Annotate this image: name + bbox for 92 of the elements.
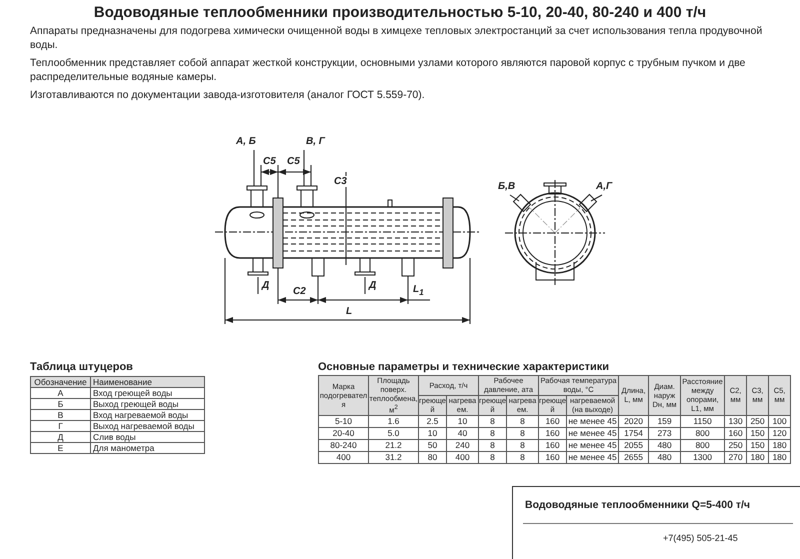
table-cell: 800 bbox=[680, 427, 725, 439]
table-cell: 8 bbox=[506, 415, 539, 427]
dimension-label: L$_{1}$ bbox=[412, 284, 425, 297]
table-cell: не менее 45 bbox=[566, 451, 619, 463]
table-cell: 10 bbox=[418, 427, 446, 439]
callout-label: Б,В bbox=[498, 181, 516, 192]
table-cell: 5-10 bbox=[318, 415, 368, 427]
table-cell: 5.0 bbox=[368, 427, 418, 439]
table-cell: 240 bbox=[446, 439, 479, 451]
footer-title: Водоводяные теплообменники Q=5-400 т/ч bbox=[525, 499, 750, 511]
table-cell: 8 bbox=[506, 427, 539, 439]
callout-label: А, Б bbox=[236, 136, 256, 147]
table-cell: не менее 45 bbox=[566, 415, 619, 427]
table-cell: 20-40 bbox=[318, 427, 368, 439]
table-cell: 180 bbox=[768, 439, 791, 451]
leader-line bbox=[510, 194, 520, 202]
table-cell: 180 bbox=[768, 451, 791, 463]
table-cell: 250 bbox=[724, 439, 747, 451]
table-cell: 800 bbox=[680, 439, 725, 451]
table-title: Основные параметры и технические характеристики bbox=[318, 361, 609, 373]
dimension-label: С3 bbox=[333, 176, 348, 187]
table-cell: Слив воды bbox=[90, 432, 204, 442]
table-cell: Вход греющей воды bbox=[90, 388, 204, 398]
table-cell: 150 bbox=[746, 427, 769, 439]
table-cell: 480 bbox=[648, 439, 681, 451]
table-cell: Д bbox=[30, 432, 90, 442]
heat-exchanger-drawing bbox=[214, 164, 480, 324]
table-cell: 1.6 bbox=[368, 415, 418, 427]
table-cell: В bbox=[30, 410, 90, 420]
table-cell: 2055 bbox=[618, 439, 649, 451]
table-cell: 250 bbox=[746, 415, 769, 427]
table-cell: 400 bbox=[318, 451, 368, 463]
table-cell: 160 bbox=[538, 451, 567, 463]
paragraph: Изготавливаются по документации завода-изготовителя (аналог ГОСТ 5.559-70). bbox=[30, 88, 426, 102]
table-cell: 21.2 bbox=[368, 439, 418, 451]
table-cell: 273 bbox=[648, 427, 681, 439]
paragraph: Теплообменник представляет собой аппарат жесткой конструкции, основными узлами которого являются паровой корпус с трубным пучком и две распределительные водяные камеры. bbox=[30, 56, 746, 84]
table-cell: 80-240 bbox=[318, 439, 368, 451]
table-cell: 1754 bbox=[618, 427, 649, 439]
table-cell: Г bbox=[30, 420, 90, 432]
table-cell: 2020 bbox=[618, 415, 649, 427]
table-cell: Выход нагреваемой воды bbox=[90, 420, 204, 432]
dimension-label: L bbox=[345, 306, 354, 317]
table-cell: не менее 45 bbox=[566, 427, 619, 439]
table-cell: 150 bbox=[746, 439, 769, 451]
table-cell: 160 bbox=[538, 439, 567, 451]
table-cell: 8 bbox=[506, 439, 539, 451]
dimension-label: С5 bbox=[286, 156, 301, 167]
table-cell: 40 bbox=[446, 427, 479, 439]
table-cell: 10 bbox=[446, 415, 479, 427]
table-cell: 160 bbox=[538, 427, 567, 439]
table-cell: 2.5 bbox=[418, 415, 446, 427]
dimension-label: С2 bbox=[292, 286, 307, 297]
table-cell: 160 bbox=[724, 427, 747, 439]
table-header-cell: Обозначение bbox=[30, 376, 90, 388]
table-cell: 8 bbox=[478, 415, 507, 427]
table-cell: 8 bbox=[478, 439, 507, 451]
paragraph: Аппараты предназначены для подогрева химически очищенной воды в химцехе тепловых электростанций за счет использования тепла продувочной воды. bbox=[30, 24, 764, 52]
table-cell: 480 bbox=[648, 451, 681, 463]
table-cell: 270 bbox=[724, 451, 747, 463]
table-cell: 8 bbox=[506, 451, 539, 463]
table-cell: Вход нагреваемой воды bbox=[90, 410, 204, 420]
phone-number: +7(495) 505-21-45 bbox=[663, 533, 738, 543]
table-cell: 8 bbox=[478, 451, 507, 463]
dimension-label: С5 bbox=[262, 156, 277, 167]
table-cell: 100 bbox=[768, 415, 791, 427]
table-cell: 2655 bbox=[618, 451, 649, 463]
table-cell: не менее 45 bbox=[566, 439, 619, 451]
table-cell: 1300 bbox=[680, 451, 725, 463]
table-header-cell: Наименование bbox=[90, 376, 204, 388]
table-cell: А bbox=[30, 388, 90, 398]
table-cell: Выход греющей воды bbox=[90, 398, 204, 410]
table-cell: 159 bbox=[648, 415, 681, 427]
table-cell: 8 bbox=[478, 427, 507, 439]
table-cell: Для манометра bbox=[90, 442, 204, 454]
page-title: Водоводяные теплообменники производительностью 5-10, 20-40, 80-240 и 400 т/ч bbox=[92, 4, 708, 21]
callout-label: В, Г bbox=[306, 136, 325, 147]
table-title: Таблица штуцеров bbox=[30, 361, 133, 373]
table-cell: 50 bbox=[418, 439, 446, 451]
table-cell: 120 bbox=[768, 427, 791, 439]
table-cell: Е bbox=[30, 442, 90, 454]
table-cell: 400 bbox=[446, 451, 479, 463]
table-cell: 160 bbox=[538, 415, 567, 427]
leader-line bbox=[590, 194, 602, 202]
table-cell: 130 bbox=[724, 415, 747, 427]
table-cell: 80 bbox=[418, 451, 446, 463]
leader-line bbox=[364, 276, 366, 294]
table-cell: 31.2 bbox=[368, 451, 418, 463]
callout-label: А,Г bbox=[596, 181, 612, 192]
table-cell: 1150 bbox=[680, 415, 725, 427]
table-cell: 180 bbox=[746, 451, 769, 463]
table-cell: Б bbox=[30, 398, 90, 410]
